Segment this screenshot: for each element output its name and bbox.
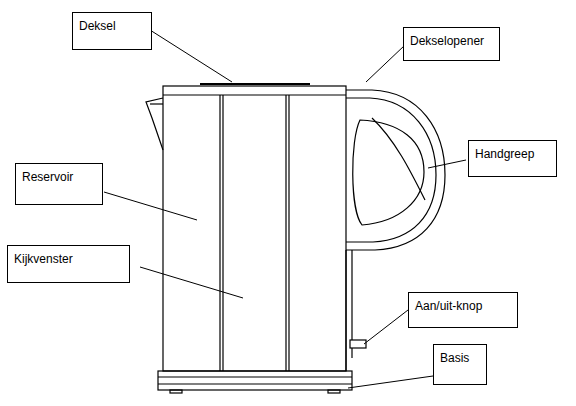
leader-line xyxy=(150,30,232,82)
part-label-box: Deksel xyxy=(72,12,152,50)
part-label: Kijkvenster xyxy=(14,252,123,266)
panel-line xyxy=(219,95,220,371)
part-label: Aan/uit-knop xyxy=(415,299,511,313)
leader-line xyxy=(348,376,433,388)
part-label-box: Kijkvenster xyxy=(7,245,130,283)
base xyxy=(158,371,352,390)
part-label-box: Dekselopener xyxy=(403,27,500,61)
switch xyxy=(350,340,366,348)
part-label: Handgreep xyxy=(475,147,550,161)
kettle-drawing xyxy=(146,84,445,393)
leader-line xyxy=(104,192,197,220)
part-label-box: Aan/uit-knop xyxy=(408,292,518,328)
handle-detail xyxy=(372,118,425,200)
part-label: Dekselopener xyxy=(410,34,493,48)
handle-post xyxy=(351,250,352,340)
switch xyxy=(351,348,352,358)
panel-line xyxy=(288,95,289,371)
base-foot xyxy=(170,390,182,393)
part-label: Deksel xyxy=(79,19,145,33)
handle-post xyxy=(345,250,346,371)
panel-line xyxy=(285,95,286,371)
lid-band xyxy=(163,94,346,95)
handle xyxy=(346,98,436,242)
part-label-box: Basis xyxy=(433,344,487,385)
leader-line xyxy=(366,45,405,82)
panel-line xyxy=(222,95,223,371)
part-label-box: Reservoir xyxy=(15,163,103,205)
handle xyxy=(346,90,445,250)
part-label-box: Handgreep xyxy=(468,140,557,177)
spout xyxy=(146,98,163,150)
kettle-body xyxy=(163,86,346,371)
part-label: Basis xyxy=(440,351,480,365)
lid xyxy=(200,83,310,85)
base-line xyxy=(158,383,352,384)
part-label: Reservoir xyxy=(22,170,96,184)
leader-lines xyxy=(104,30,466,388)
base-line xyxy=(158,376,352,377)
base-foot xyxy=(328,390,340,393)
leader-line xyxy=(428,160,466,168)
leader-line xyxy=(140,267,243,298)
leader-line xyxy=(364,310,408,344)
spout-edge xyxy=(150,103,163,104)
